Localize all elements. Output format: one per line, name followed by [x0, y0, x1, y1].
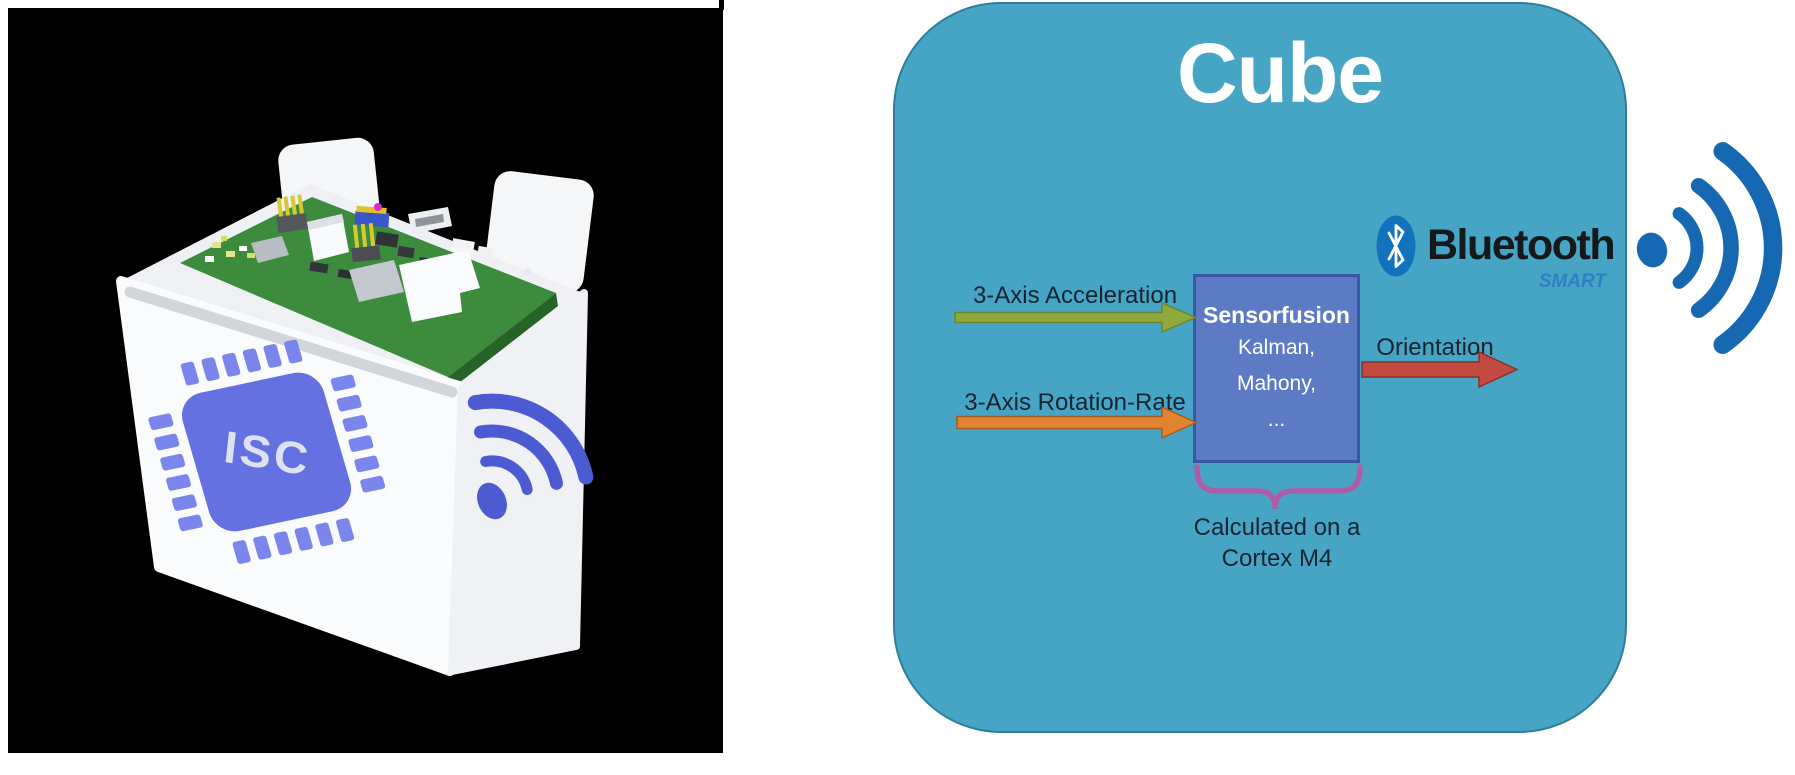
chip-logo: ISC: [148, 339, 386, 564]
note-line-2: Cortex M4: [1221, 545, 1333, 572]
device-render-panel: ISC: [8, 0, 724, 753]
output-label-orientation: Orientation: [1376, 334, 1494, 361]
sensorfusion-line: Mahony,: [1237, 372, 1316, 395]
frame-tick: [719, 0, 724, 10]
chip-body: [181, 372, 352, 532]
input-label-rotation-rate: 3-Axis Rotation-Rate: [964, 389, 1186, 416]
sensorfusion-title: Sensorfusion: [1203, 302, 1350, 328]
cube-right-face: [448, 289, 588, 675]
signal-waves-icon: [1636, 142, 1783, 354]
note-calculated-on: Calculated on a Cortex M4: [1177, 512, 1377, 574]
chip-pins: [148, 339, 386, 564]
pcb: [180, 194, 558, 390]
input-label-acceleration: 3-Axis Acceleration: [972, 282, 1178, 309]
sensorfusion-line: Kalman,: [1237, 336, 1316, 359]
cube-title: Cube: [1177, 26, 1384, 120]
note-line-1: Calculated on a: [1193, 514, 1361, 541]
bluetooth-wordmark: Bluetooth: [1427, 221, 1616, 269]
bluetooth-smart-label: SMART: [1538, 271, 1606, 292]
device-signal-icon: [467, 393, 594, 520]
sensorfusion-line: ...: [1267, 408, 1286, 431]
sensorfusion-box: Sensorfusion Kalman, Mahony, ...: [1193, 274, 1360, 463]
